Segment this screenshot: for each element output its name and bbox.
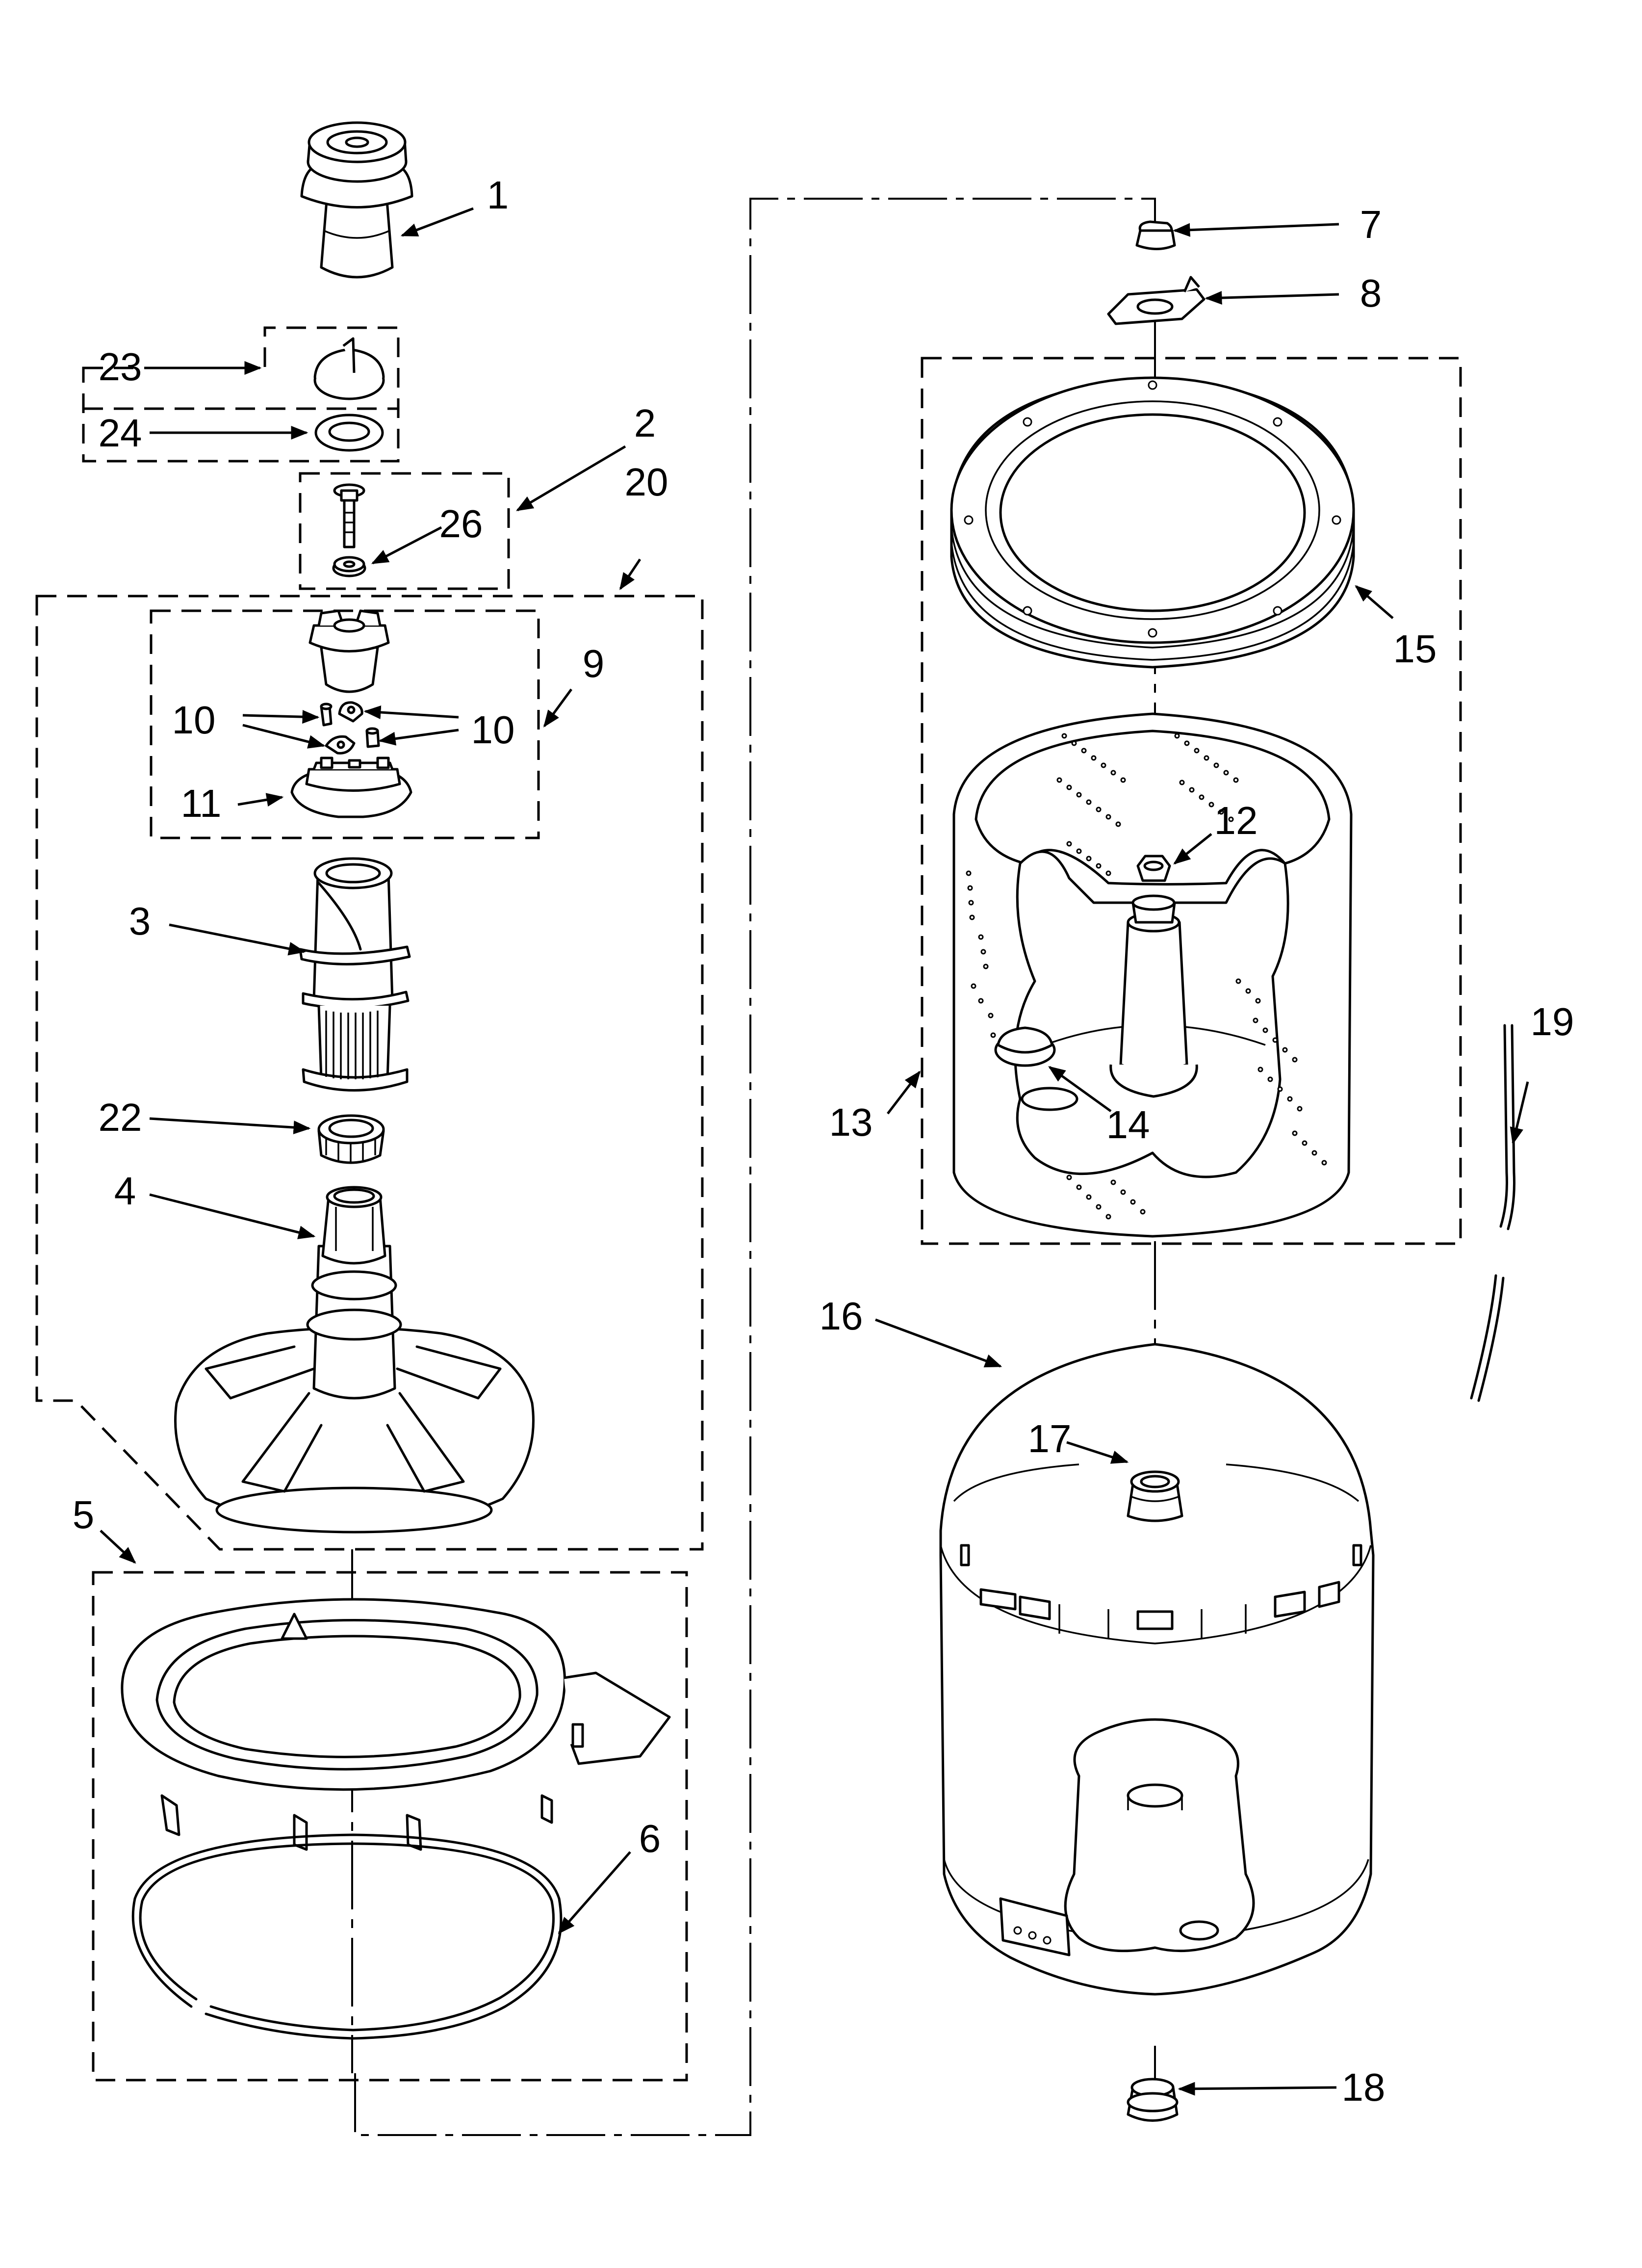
callout-3: 3 <box>129 899 151 943</box>
group-boxes <box>35 326 1462 2082</box>
basket-perforations <box>966 733 1327 1220</box>
callout-17: 17 <box>1028 1417 1072 1460</box>
callout-10-left: 10 <box>172 698 216 742</box>
callout-8: 8 <box>1360 271 1382 315</box>
callout-19: 19 <box>1531 1000 1574 1043</box>
callout-5: 5 <box>73 1493 95 1537</box>
callout-22: 22 <box>99 1095 142 1139</box>
callout-7: 7 <box>1360 203 1382 246</box>
part-14-plug <box>994 1026 1056 1067</box>
part-1-dispenser <box>300 121 413 279</box>
callout-24: 24 <box>99 411 142 455</box>
part-15-balance-ring <box>950 376 1355 669</box>
part-12-nut <box>1136 855 1171 882</box>
part-17-bearing <box>1127 1470 1183 1522</box>
callout-26: 26 <box>439 502 483 546</box>
callout-labels: 1 23 24 2 20 26 9 10 10 11 3 22 4 5 6 7 … <box>73 173 1574 2109</box>
part-3-auger <box>299 857 411 1092</box>
group-box-23 <box>82 326 400 463</box>
part-4-agitator-base <box>174 1186 535 1534</box>
group-box-9 <box>150 609 540 839</box>
part-16-outer-tub <box>939 1343 1375 1996</box>
part-10-dogs <box>320 701 380 755</box>
part-18-seal <box>1127 2078 1179 2122</box>
leader-arrows <box>100 207 1529 2096</box>
group-box-15-13 <box>921 357 1462 1245</box>
callout-12: 12 <box>1214 799 1258 842</box>
callout-1: 1 <box>487 173 509 217</box>
part-5-tub-ring <box>121 1598 671 1851</box>
callout-4: 4 <box>114 1169 136 1213</box>
part-7-clip <box>1135 220 1176 250</box>
part-23-cap <box>313 337 385 400</box>
part-11-cam-plate <box>290 756 412 818</box>
part-6-seal-ring <box>131 1833 563 2040</box>
part-22-coupling <box>317 1114 385 1164</box>
part-2-bolt <box>333 483 365 548</box>
callout-11: 11 <box>180 782 221 825</box>
group-box-20 <box>35 595 704 1551</box>
callout-14: 14 <box>1106 1103 1150 1147</box>
part-8-hub <box>1107 276 1206 325</box>
callout-15: 15 <box>1393 627 1437 671</box>
callout-18: 18 <box>1342 2065 1385 2109</box>
callout-16: 16 <box>820 1294 863 1338</box>
callout-2: 2 <box>634 401 656 445</box>
group-box-5 <box>92 1571 688 2082</box>
part-9-cam-drive <box>308 609 390 693</box>
callout-20: 20 <box>625 460 668 504</box>
callout-9: 9 <box>583 642 605 685</box>
part-13-basket <box>952 712 1353 1238</box>
callout-23: 23 <box>99 345 142 389</box>
part-19-hose <box>1470 1024 1515 1402</box>
group-box-2 <box>299 472 510 590</box>
part-26-washer <box>332 556 366 577</box>
callout-10-right: 10 <box>471 708 515 752</box>
connector-line <box>354 198 1156 2136</box>
callout-6: 6 <box>639 1817 661 1860</box>
part-24-seal <box>314 414 384 452</box>
callout-13: 13 <box>829 1100 873 1144</box>
